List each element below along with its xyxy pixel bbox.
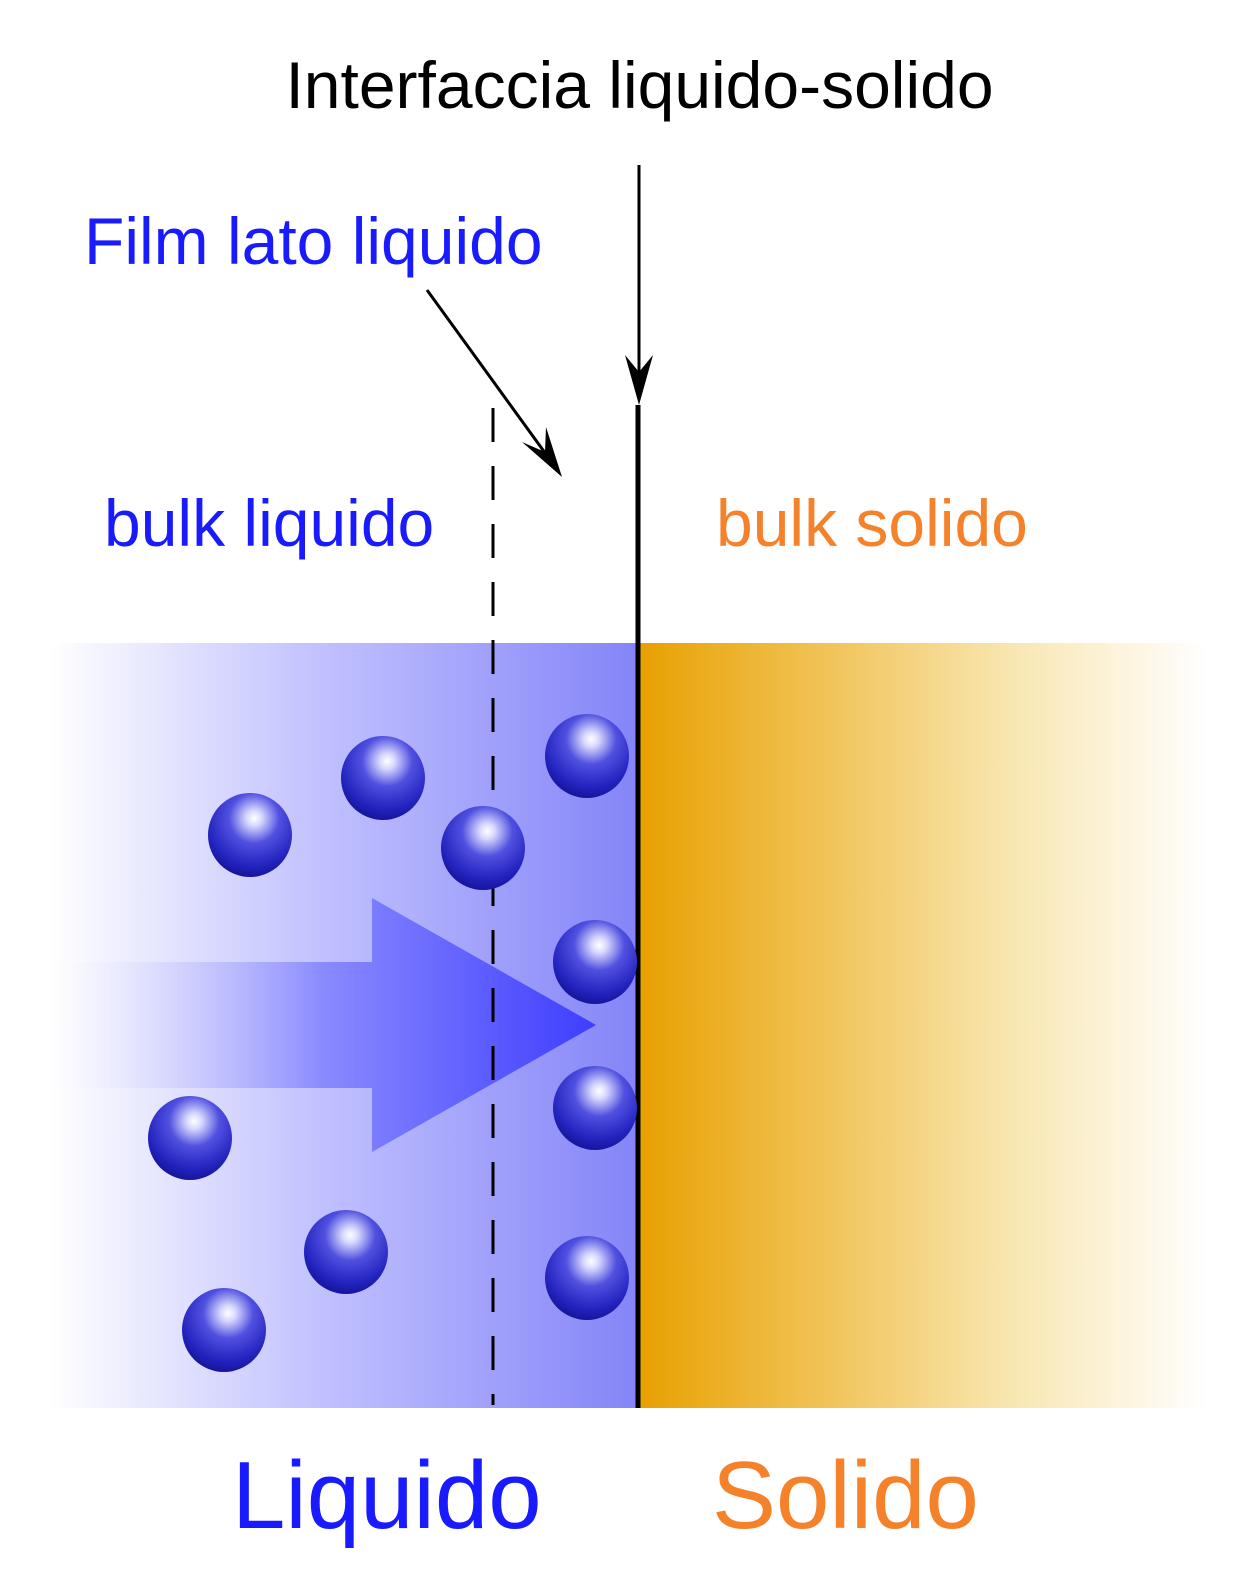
film-pointer-head — [522, 427, 562, 477]
film-label: Film lato liquido — [84, 204, 543, 278]
particle — [341, 736, 425, 820]
particle — [304, 1210, 388, 1294]
interface-pointer-head — [625, 355, 653, 405]
liquid-label: Liquido — [232, 1442, 542, 1549]
particle — [545, 1236, 629, 1320]
solid-label: Solido — [712, 1442, 979, 1549]
particle — [182, 1288, 266, 1372]
particle — [553, 920, 637, 1004]
particle — [441, 806, 525, 890]
interface-label: Interfaccia liquido-solido — [285, 48, 994, 122]
particle — [553, 1066, 637, 1150]
particle — [208, 793, 292, 877]
film-pointer-line — [425, 289, 558, 469]
particle — [148, 1096, 232, 1180]
flow-arrow — [50, 898, 596, 1152]
solid-region — [638, 643, 1208, 1408]
bulk-solid-label: bulk solido — [716, 486, 1028, 560]
particle — [545, 714, 629, 798]
bulk-liquid-label: bulk liquido — [104, 486, 435, 560]
